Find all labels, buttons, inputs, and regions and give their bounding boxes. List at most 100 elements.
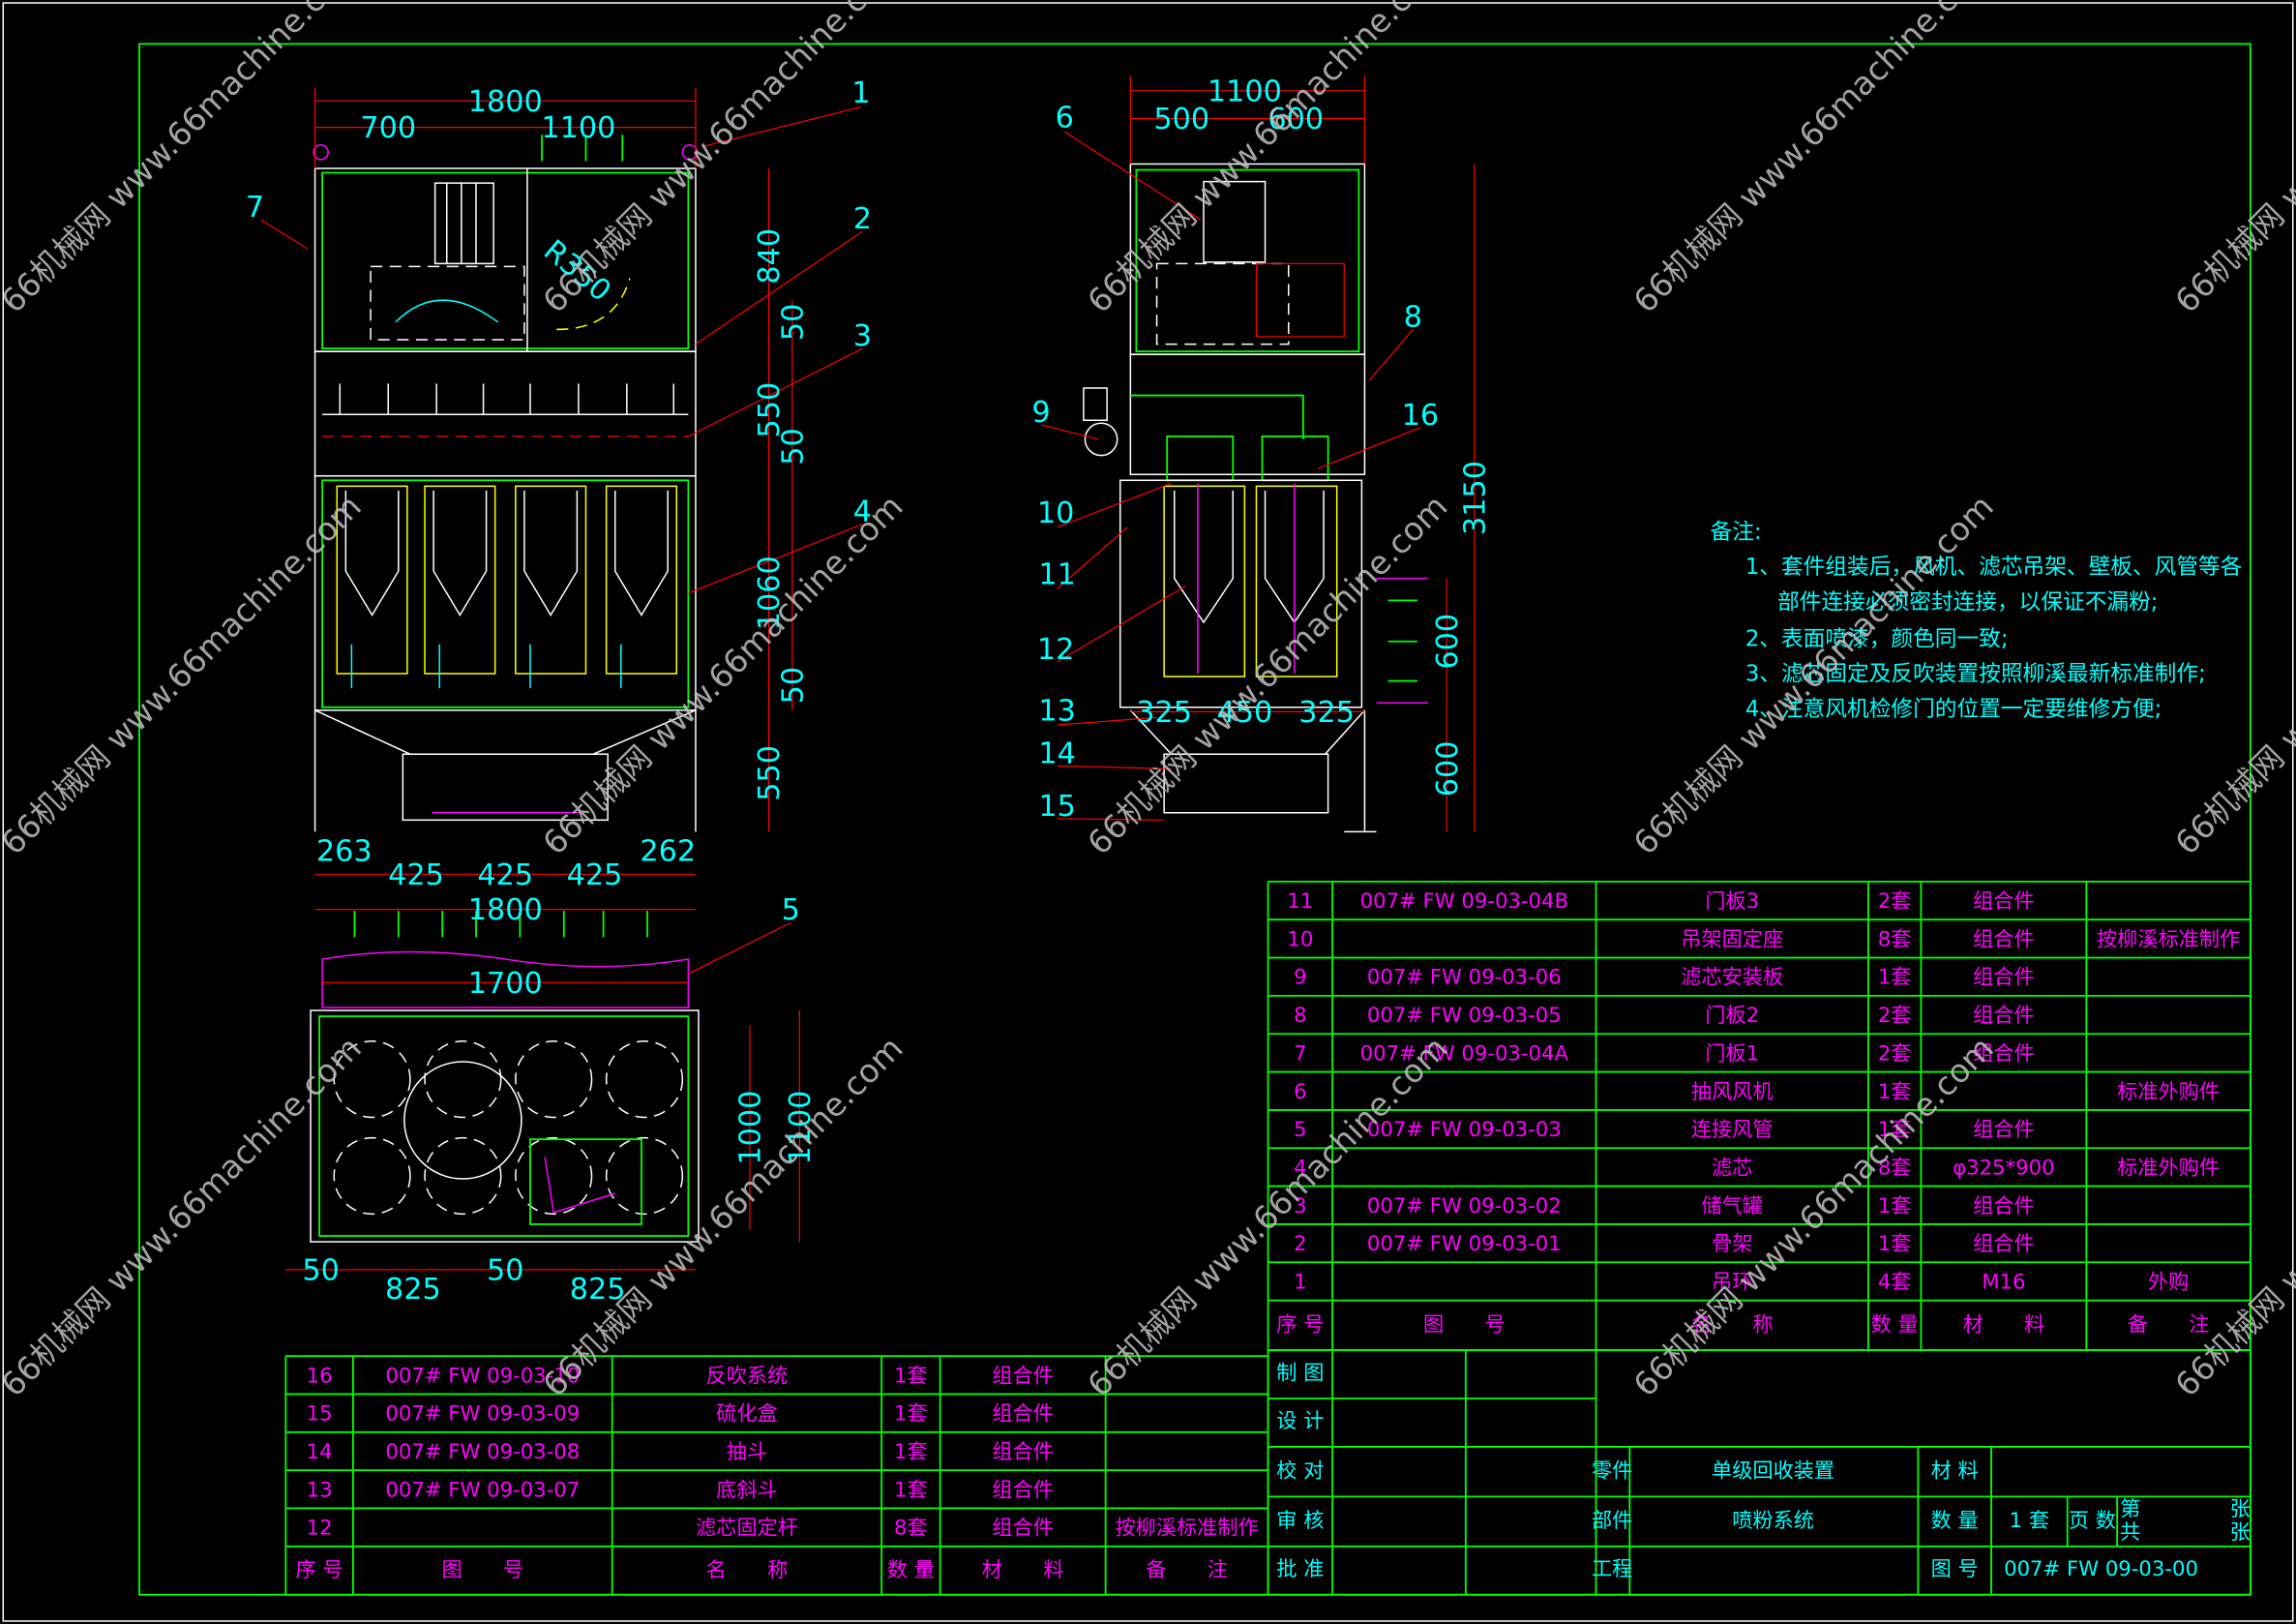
- table-header-cell: 图 号: [441, 1557, 523, 1581]
- sheet-no-label: 第: [2120, 1496, 2140, 1520]
- part-leader-label: 9: [1031, 396, 1050, 430]
- table-cell: 14: [307, 1439, 333, 1463]
- note-3: 3、滤芯固定及反吹装置按照柳溪最新标准制作;: [1745, 662, 2206, 687]
- part-leader-label: 8: [1404, 300, 1422, 334]
- table-cell: 4: [1294, 1155, 1306, 1179]
- table-cell: 组合件: [992, 1363, 1054, 1387]
- table-header-cell: 序 号: [296, 1557, 343, 1581]
- notes: 备注: 1、套件组装后，风机、滤芯吊架、壁板、风管等各 部件连接必须密封连接，以…: [1711, 520, 2243, 722]
- dimension-label: 1800: [468, 85, 543, 119]
- note-4: 4、注意风机检修门的位置一定要维修方便;: [1745, 697, 2162, 722]
- assembly-name: 喷粉系统: [1732, 1508, 1814, 1532]
- part-leader-label: 7: [246, 191, 264, 225]
- table-cell: 007# FW 09-03-01: [1367, 1231, 1562, 1255]
- dimension-label: 262: [640, 835, 696, 869]
- dimension-label: 50: [776, 304, 810, 342]
- table-cell: 反吹系统: [706, 1363, 789, 1387]
- table-cell: 1套: [894, 1401, 928, 1426]
- note-1-cont: 部件连接必须密封连接，以保证不漏粉;: [1777, 589, 2158, 615]
- table-cell: 3: [1294, 1193, 1306, 1218]
- side-view: [1083, 163, 1428, 833]
- front-view: [313, 135, 699, 832]
- table-cell: 12: [307, 1516, 333, 1540]
- table-cell: 骨架: [1712, 1231, 1752, 1255]
- role-design: 设 计: [1276, 1408, 1324, 1432]
- top-view: [310, 911, 700, 1243]
- part-leader-label: 13: [1038, 694, 1076, 728]
- role-check: 校 对: [1276, 1459, 1324, 1483]
- table-cell: 007# FW 09-03-04A: [1360, 1040, 1569, 1065]
- table-cell: 007# FW 09-03-08: [385, 1439, 580, 1463]
- table-cell: 组合件: [1973, 1231, 2035, 1255]
- table-cell: 吊环: [1712, 1269, 1752, 1293]
- dimension-label: 1000: [734, 1091, 768, 1165]
- table-cell: 6: [1294, 1079, 1306, 1103]
- dimension-label: 700: [360, 111, 416, 145]
- title-block: 制 图 设 计 校 对 审 核 批 准 零件 单级回收装置 部件 喷粉系统 工程…: [1267, 1349, 2251, 1596]
- dimension-label: 50: [487, 1253, 524, 1287]
- sheet-total-label: 共: [2120, 1519, 2140, 1544]
- dimension-label: 1100: [541, 111, 615, 145]
- table-cell: 抽风风机: [1691, 1079, 1774, 1103]
- part-leader-label: 2: [853, 202, 872, 236]
- note-2: 2、表面喷漆，颜色同一致;: [1745, 626, 2009, 651]
- part-leader-label: 12: [1037, 633, 1075, 667]
- dimension-label: 550: [753, 745, 787, 801]
- table-cell: φ325*900: [1953, 1155, 2054, 1179]
- table-cell: 10: [1287, 926, 1313, 950]
- dimension-label: 825: [385, 1273, 441, 1307]
- table-cell: 底斜斗: [716, 1477, 778, 1501]
- table-cell: 1套: [1878, 1079, 1912, 1103]
- quantity-value: 1 套: [2010, 1508, 2049, 1532]
- table-cell: 7: [1294, 1040, 1306, 1065]
- dimension-lines: [260, 75, 1476, 1271]
- dimension-label: 1060: [753, 556, 787, 630]
- pages-label: 页 数: [2069, 1508, 2116, 1532]
- dimension-label: 325: [1298, 696, 1355, 730]
- table-cell: 8套: [1878, 1155, 1912, 1179]
- dimension-label: 500: [1153, 103, 1209, 136]
- table-header-cell: 备 注: [1146, 1557, 1228, 1581]
- table-cell: 8套: [894, 1516, 928, 1540]
- part-leader-label: 11: [1038, 558, 1076, 592]
- table-cell: 组合件: [1973, 965, 2035, 989]
- dimension-label: 263: [316, 835, 373, 869]
- table-cell: 007# FW 09-03-10: [385, 1363, 580, 1387]
- table-cell: 007# FW 09-03-09: [385, 1401, 580, 1426]
- part-leader-label: 15: [1038, 790, 1076, 824]
- dimension-label: 1800: [468, 893, 543, 927]
- table-header-cell: 材 料: [1963, 1311, 2045, 1336]
- table-header-cell: 序 号: [1276, 1311, 1324, 1336]
- table-cell: 组合件: [992, 1401, 1054, 1426]
- table-cell: 吊架固定座: [1681, 926, 1783, 950]
- table-cell: 滤芯固定杆: [696, 1516, 798, 1540]
- table-cell: 门板3: [1705, 888, 1759, 913]
- table-cell: 按柳溪标准制作: [1115, 1516, 1258, 1540]
- table-cell: 11: [1287, 888, 1313, 913]
- part-leader-label: 14: [1038, 737, 1076, 770]
- table-cell: 连接风管: [1691, 1117, 1774, 1141]
- dimension-label: 50: [776, 667, 810, 705]
- assembly-label: 部件: [1592, 1508, 1632, 1532]
- dimension-label: 50: [302, 1253, 340, 1287]
- dimension-label: 1100: [1208, 75, 1282, 108]
- table-cell: 1套: [894, 1477, 928, 1501]
- part-leader-label: 10: [1037, 496, 1075, 530]
- table-header-cell: 备 注: [2128, 1311, 2210, 1336]
- table-header-cell: 数 量: [1871, 1311, 1919, 1336]
- dimension-label: 600: [1431, 740, 1465, 797]
- table-cell: 滤芯: [1712, 1155, 1752, 1179]
- role-approve: 批 准: [1276, 1556, 1324, 1580]
- dimension-label: 600: [1267, 103, 1324, 136]
